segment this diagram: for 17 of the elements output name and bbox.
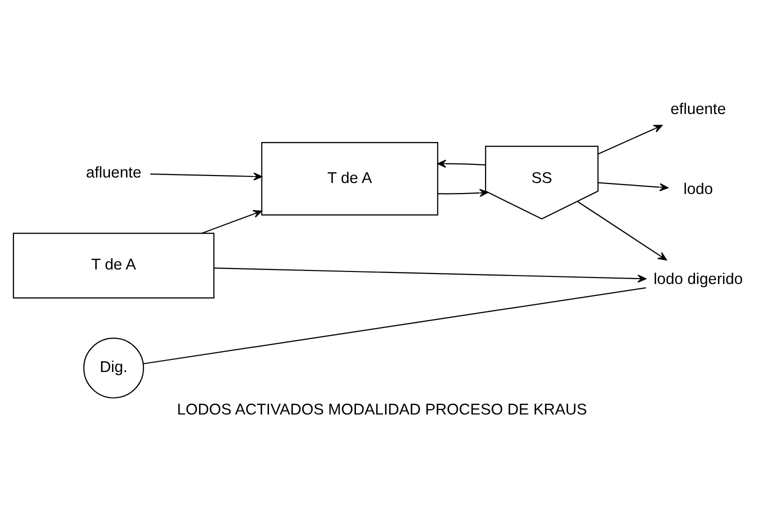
node-text: afluente xyxy=(85,164,141,181)
arrow xyxy=(150,172,262,180)
arrow xyxy=(213,267,646,282)
arrow xyxy=(436,159,486,168)
arrow xyxy=(437,188,488,196)
node-circle: Dig. xyxy=(82,337,144,398)
node-text: efluente xyxy=(670,100,726,118)
node-box: T de A xyxy=(260,142,438,215)
arrow xyxy=(576,200,666,260)
arrow xyxy=(201,210,262,234)
connector xyxy=(142,286,646,364)
arrow xyxy=(598,182,668,191)
caption: LODOS ACTIVADOS MODALIDAD PROCESO DE KRAUS xyxy=(176,401,587,418)
node-text: lodo digerido xyxy=(653,270,742,288)
arrow xyxy=(597,124,662,154)
node-box: T de A xyxy=(12,232,214,298)
node-text: lodo xyxy=(682,180,712,198)
